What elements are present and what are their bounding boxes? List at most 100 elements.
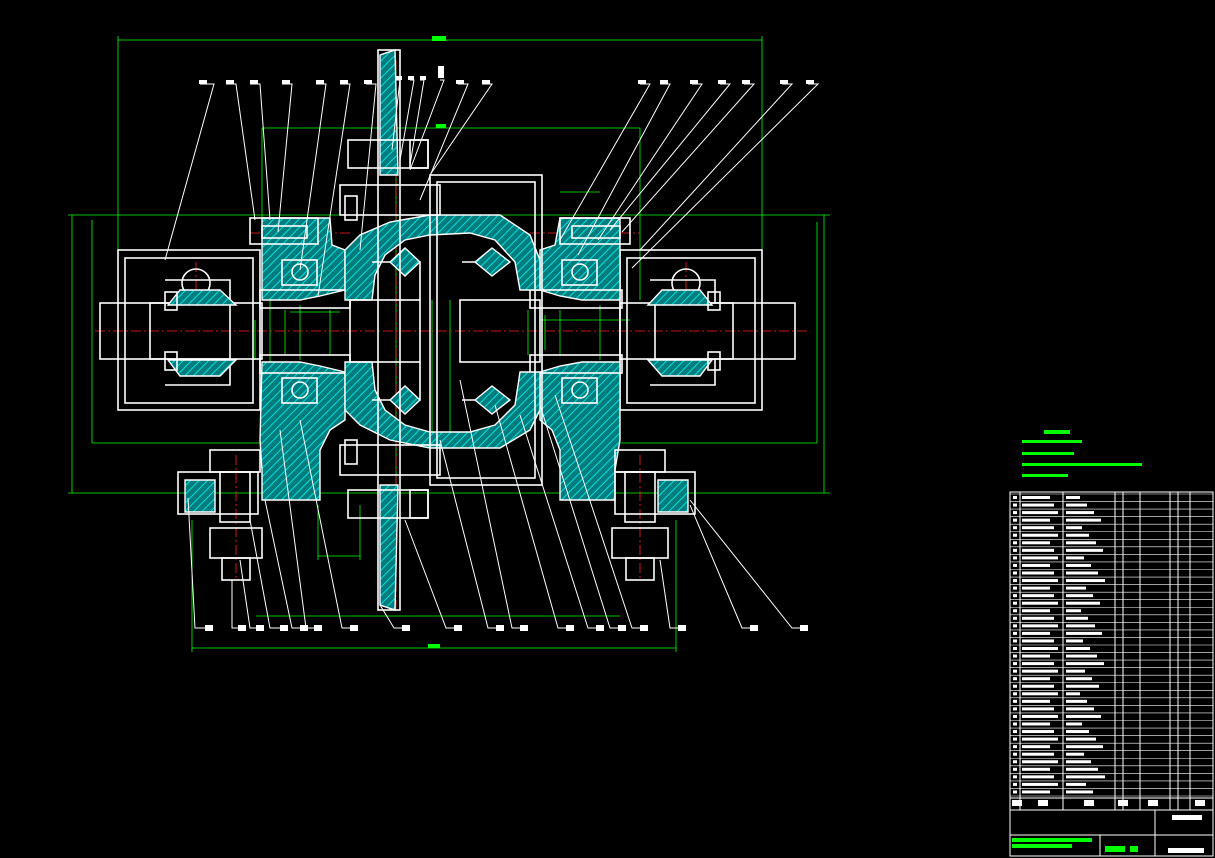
parts-row-index [1013, 601, 1017, 605]
parts-row-name [1066, 571, 1098, 575]
parts-row-name [1066, 533, 1089, 537]
right-housing-section [529, 217, 631, 501]
parts-row-index [1013, 496, 1017, 499]
parts-row-index [1013, 699, 1017, 703]
parts-row-index [1013, 609, 1017, 613]
parts-row-code [1022, 737, 1058, 741]
parts-row-code [1022, 533, 1058, 537]
parts-row-name [1066, 579, 1105, 583]
parts-row-code [1022, 707, 1054, 711]
parts-row-name [1066, 782, 1086, 786]
parts-row-code [1022, 548, 1054, 552]
parts-row-name [1066, 752, 1084, 756]
parts-row-code [1022, 722, 1050, 726]
parts-row-index [1013, 533, 1017, 537]
parts-row-name [1066, 730, 1089, 734]
parts-row-name [1066, 601, 1100, 605]
leader-lines [164, 66, 820, 631]
parts-row-index [1013, 579, 1017, 583]
parts-row-name [1066, 609, 1081, 613]
parts-row-name [1066, 737, 1096, 741]
parts-row-index [1013, 775, 1017, 779]
parts-row-code [1022, 586, 1050, 590]
parts-row-code [1022, 677, 1050, 681]
parts-row-code [1022, 601, 1058, 605]
parts-row-code [1022, 730, 1054, 734]
parts-row-code [1022, 624, 1058, 628]
parts-row-name [1066, 677, 1092, 681]
parts-row-index [1013, 752, 1017, 756]
parts-row-name [1066, 496, 1080, 499]
parts-row-code [1022, 692, 1058, 696]
parts-row-index [1013, 541, 1017, 545]
parts-row-name [1066, 647, 1090, 650]
parts-row-index [1013, 782, 1017, 786]
parts-row-index [1013, 707, 1017, 711]
parts-row-index [1013, 586, 1017, 590]
parts-row-code [1022, 760, 1058, 764]
parts-row-name [1066, 556, 1084, 560]
parts-row-name [1066, 662, 1104, 666]
parts-row-name [1066, 631, 1102, 635]
parts-row-name [1066, 722, 1082, 726]
parts-row-code [1022, 518, 1050, 522]
parts-row-index [1013, 624, 1017, 628]
parts-row-name [1066, 503, 1087, 507]
parts-row-name [1066, 692, 1080, 696]
parts-row-name [1066, 669, 1085, 673]
parts-row-index [1013, 511, 1017, 515]
parts-row-name [1066, 594, 1093, 598]
parts-row-code [1022, 684, 1054, 688]
right-bearing-housing [619, 249, 796, 411]
title-block [1009, 491, 1214, 857]
parts-row-index [1013, 760, 1017, 764]
parts-row-index [1013, 616, 1017, 620]
parts-row-name [1066, 654, 1097, 658]
parts-row-index [1013, 563, 1017, 567]
parts-row-index [1013, 714, 1017, 718]
parts-row-index [1013, 745, 1017, 749]
parts-row-code [1022, 556, 1058, 560]
parts-row-index [1013, 662, 1017, 666]
parts-row-name [1066, 548, 1103, 552]
parts-row-code [1022, 782, 1058, 786]
mounting-bolts [177, 449, 696, 581]
parts-row-index [1013, 556, 1017, 560]
parts-row-code [1022, 654, 1050, 658]
differential-case [344, 174, 543, 486]
parts-row-name [1066, 624, 1095, 628]
parts-row-name [1066, 684, 1099, 688]
parts-row-code [1022, 609, 1050, 613]
parts-row-name [1066, 707, 1094, 711]
parts-row-index [1013, 548, 1017, 552]
parts-row-name [1066, 518, 1101, 522]
parts-row-code [1022, 503, 1054, 507]
parts-row-name [1066, 767, 1098, 771]
parts-row-code [1022, 669, 1058, 673]
parts-row-index [1013, 730, 1017, 734]
parts-row-index [1013, 639, 1017, 643]
parts-row-index [1013, 669, 1017, 673]
parts-row-index [1013, 790, 1017, 794]
parts-row-code [1022, 639, 1054, 643]
parts-row-index [1013, 594, 1017, 598]
parts-row-code [1022, 526, 1054, 530]
parts-row-index [1013, 654, 1017, 658]
left-bearing-housing [99, 249, 263, 411]
parts-row-name [1066, 586, 1086, 590]
parts-row-index [1013, 631, 1017, 635]
parts-row-index [1013, 518, 1017, 522]
parts-row-index [1013, 692, 1017, 696]
parts-row-code [1022, 511, 1058, 515]
parts-row-index [1013, 647, 1017, 650]
parts-row-name [1066, 745, 1103, 749]
parts-row-name [1066, 563, 1091, 567]
parts-row-index [1013, 677, 1017, 681]
parts-row-index [1013, 571, 1017, 575]
parts-row-code [1022, 579, 1058, 583]
parts-row-code [1022, 662, 1054, 666]
parts-row-index [1013, 503, 1017, 507]
parts-row-index [1013, 767, 1017, 771]
